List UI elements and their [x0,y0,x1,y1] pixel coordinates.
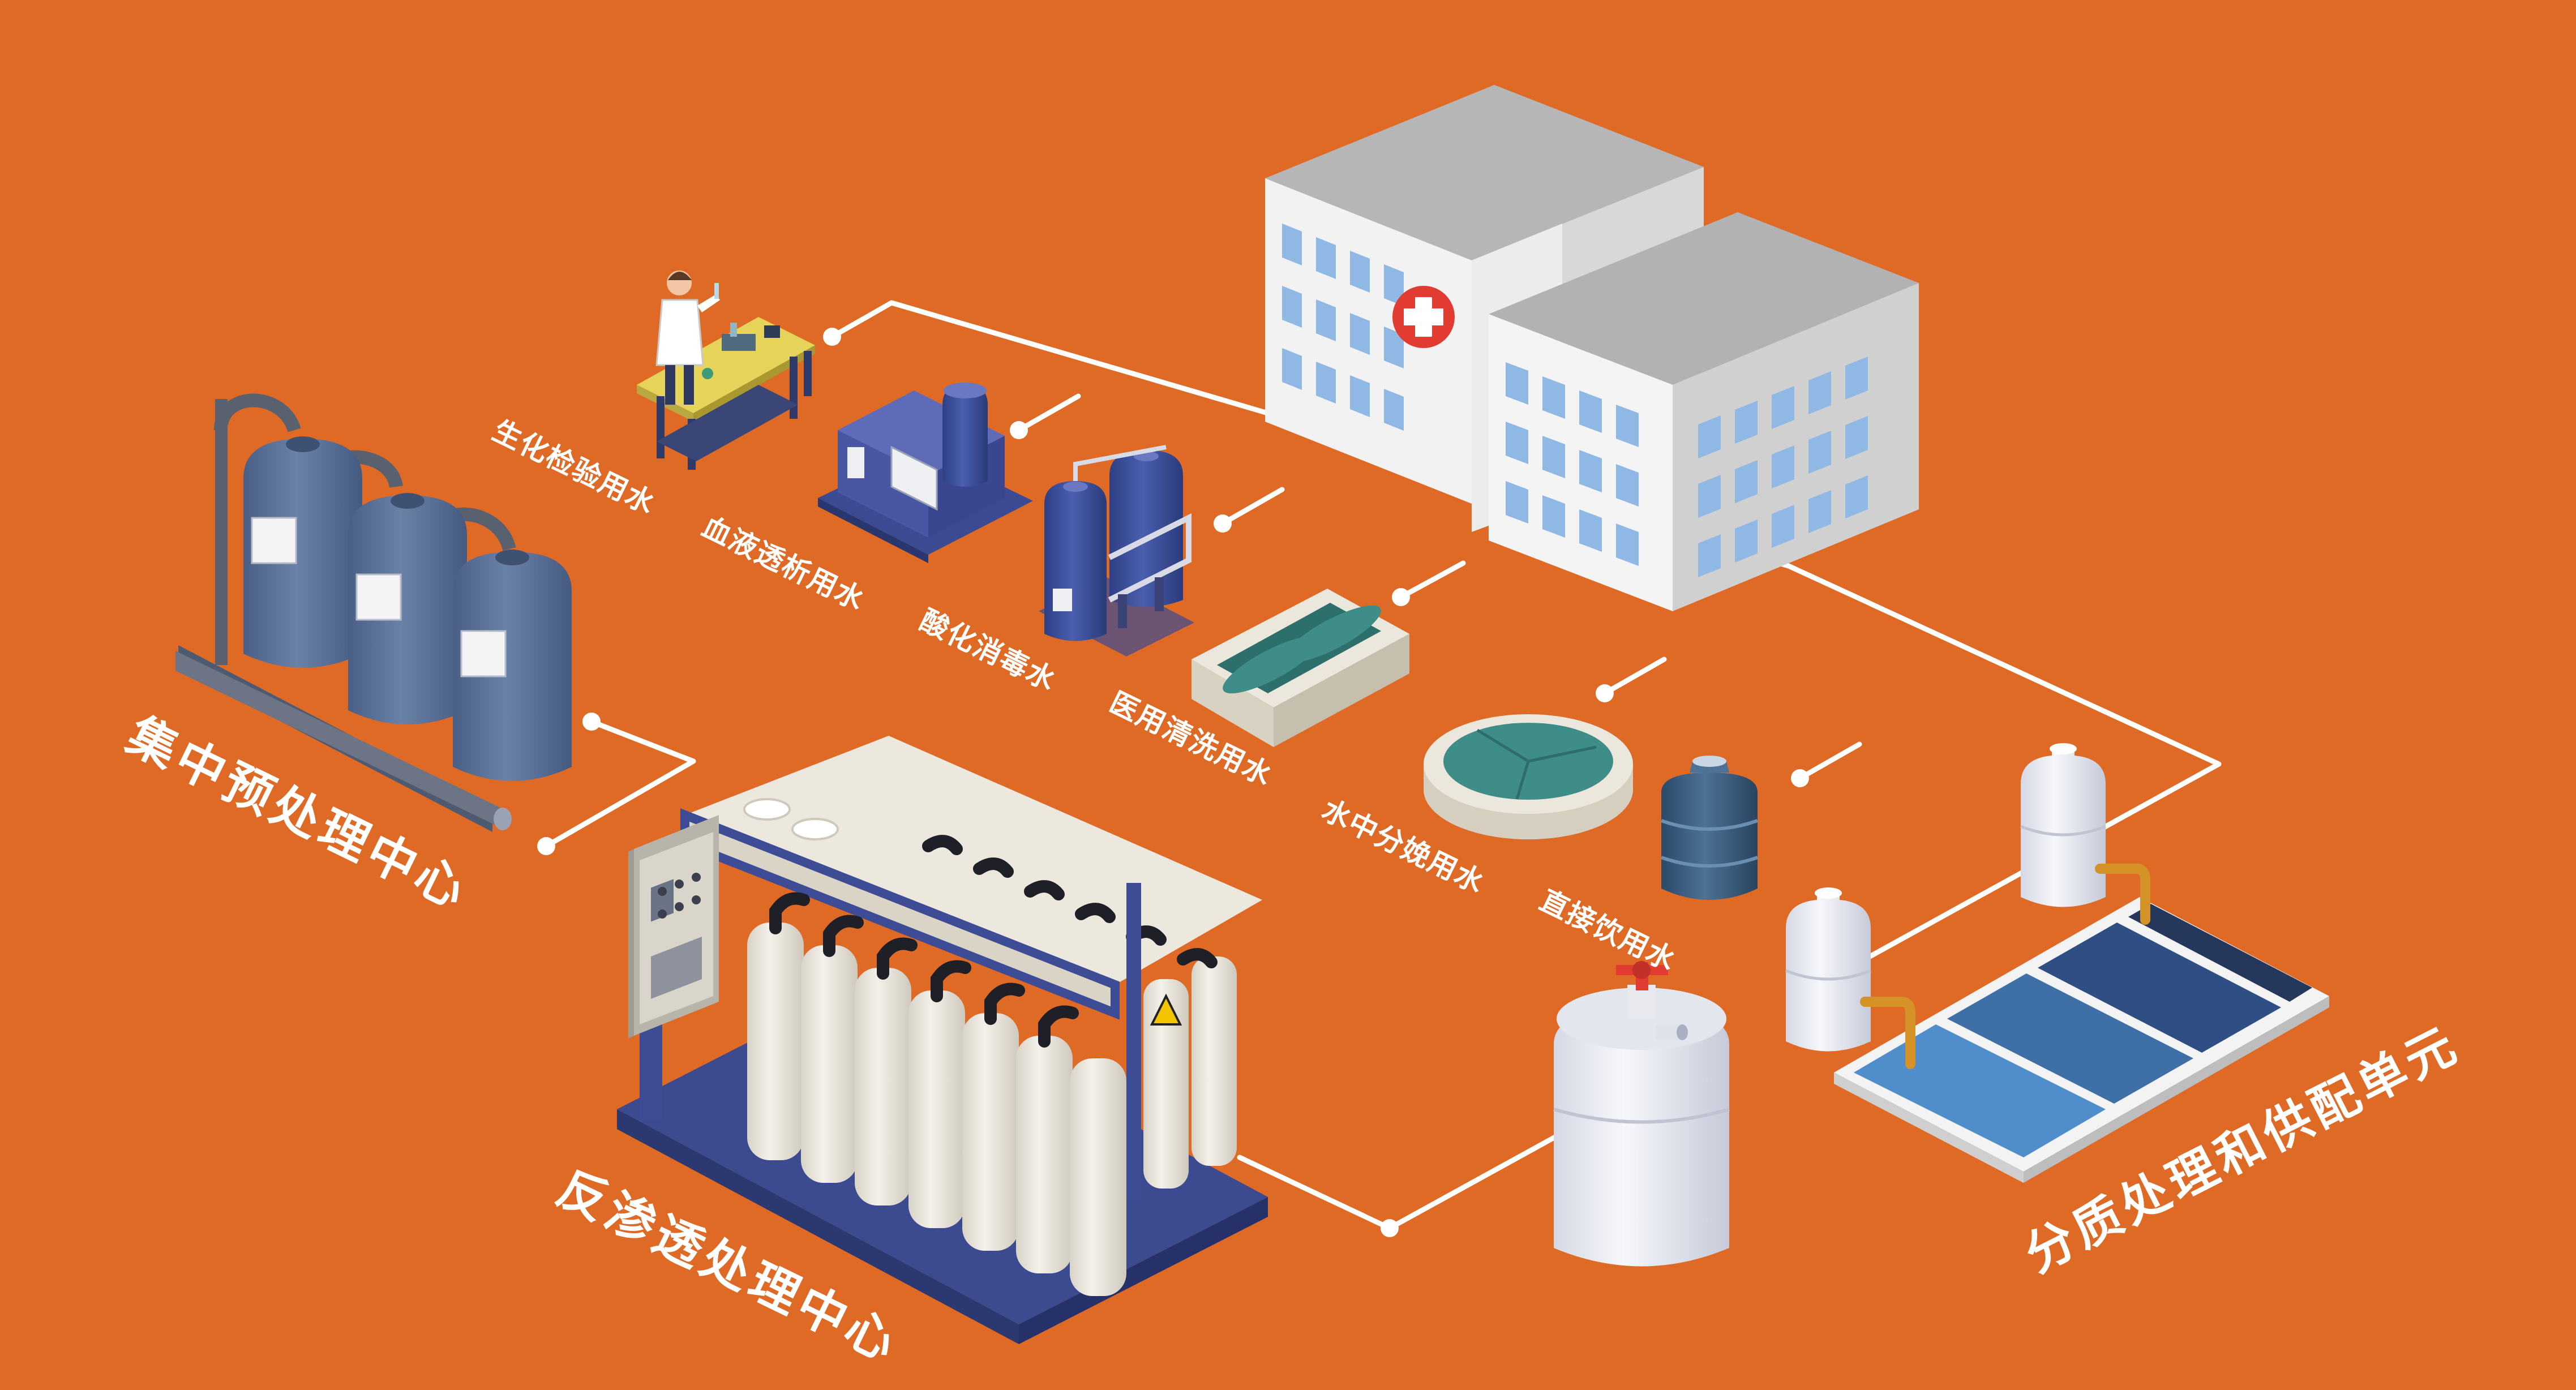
pressure-tank-icon [453,550,572,781]
hospital-building-icon [1265,85,1919,611]
pipe-pretreatment-to-ro [543,719,696,849]
reverse-osmosis-unit-icon [617,736,1268,1344]
dialysis-machine-icon [818,383,1033,563]
pressure-tank-icon [348,493,467,724]
pipe-branch-birth [1602,657,1667,696]
filter-tank-icon [2020,743,2150,925]
pressure-tank-icon [243,436,362,668]
distribution-basin-icon [1834,897,2329,1183]
lab-equipment [702,323,780,379]
pipe-branch-dialysis [1016,393,1081,433]
filter-tank-icon [1785,887,1915,1069]
birthing-pool-icon [1424,714,1633,839]
valve-icon [1616,961,1668,990]
acid-disinfection-tanks-icon [1039,445,1194,657]
pipe-branch-drinking [1797,741,1862,781]
storage-tank-icon [1553,961,1730,1267]
pretreatment-tanks-icon [175,393,572,832]
pipe-joints [537,328,1809,1237]
lab-scientist-icon [637,271,815,470]
cleaning-pool-icon [1191,589,1409,747]
pipe-branch-acid [1220,487,1285,526]
hospital-cross-icon [1392,286,1455,348]
scientist-figure [655,271,720,405]
pipe-branch-cleaning [1398,560,1466,600]
water-jug-icon [1661,756,1758,900]
